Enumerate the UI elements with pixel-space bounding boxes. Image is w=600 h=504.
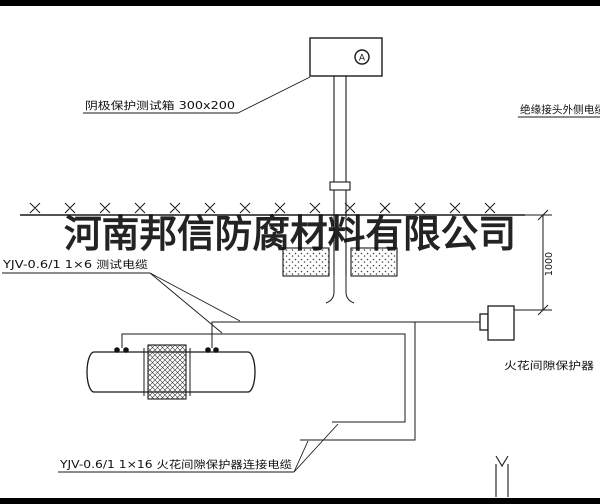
protector-body [487,305,515,341]
insulating-joint-hatch [147,344,187,400]
conduit-lines [329,76,351,276]
terminal-right-a [205,347,211,353]
ammeter-letter: A [359,54,366,64]
watermark-text: 河南邦信防腐材料有限公司 [64,212,516,256]
anchor-block-right [350,247,398,277]
cable-pigtail-left [325,276,335,304]
leader-test-cable-1 [149,272,241,322]
label-test-cable: YJV-0.6/1 1×6 测试电缆 [2,258,149,271]
terminal-left-a [114,347,120,353]
test-box [309,37,383,77]
leader-test-cable-2 [149,272,223,334]
label-test-box: 阴极保护测试箱 300x200 [85,99,235,112]
test-box-outline [309,37,383,77]
label-outer-cable: 绝缘接头外侧电缆 [520,103,600,116]
leader-test-box [237,76,311,114]
leader-spark-cable-1 [293,423,339,473]
label-spark-protector: 火花间隙保护器 [504,359,595,372]
terminal-left-b [123,347,129,353]
pipe-terminals [114,347,219,353]
conduit-coupler [329,181,351,191]
dimension-text: 1000 [544,252,555,276]
top-border-bar [0,0,600,6]
pipe-riser-symbol [495,455,509,497]
ammeter-symbol-icon [354,49,370,65]
protector-connector [479,313,489,331]
cable-pigtail-right [345,276,355,304]
bottom-border-bar [0,498,600,504]
dimension-group [514,209,552,316]
leader-spark-cable-2 [293,440,309,473]
label-spark-cable: YJV-0.6/1 1×16 火花间隙保护器连接电缆 [59,458,293,471]
anchor-block-left [282,247,330,277]
dimension-tick-top [537,209,549,221]
dimension-tick-bottom [537,304,549,316]
spark-gap-protector [479,305,515,341]
pipe-end-right [247,351,256,393]
ground-hatch-marks [29,202,496,214]
cable-run-2 [211,321,480,348]
terminal-right-b [213,347,219,353]
cable-run-3 [300,322,416,441]
cable-run-1 [121,333,406,423]
pipe-end-left [86,351,95,393]
